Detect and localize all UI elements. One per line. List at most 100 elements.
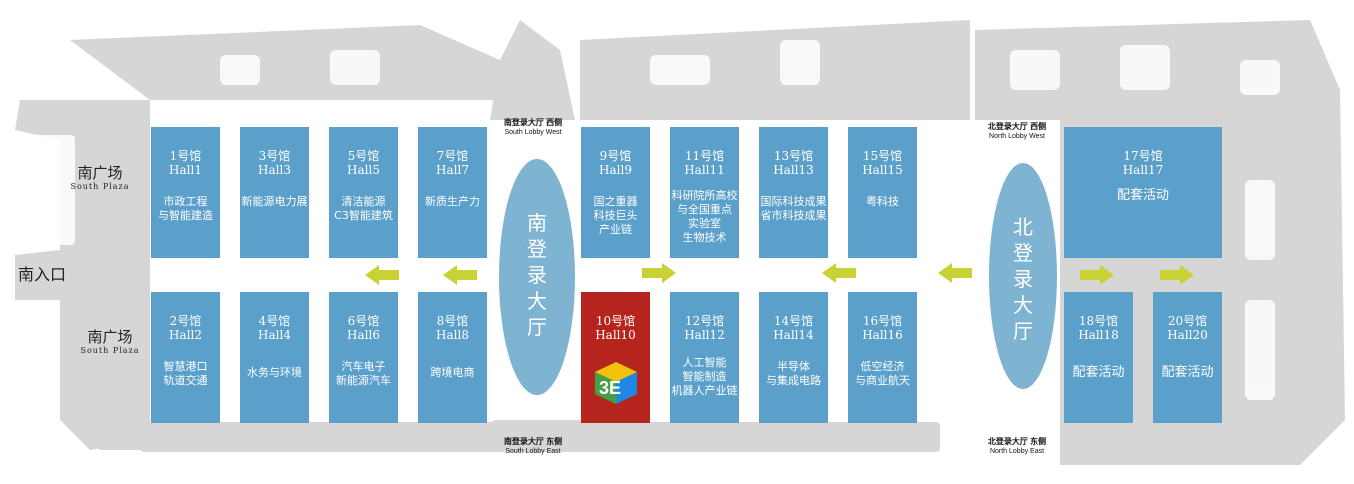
hall-name: 20号馆 bbox=[1167, 314, 1208, 328]
hall-theme: 低空经济 与商业航天 bbox=[855, 360, 910, 387]
hall-code: Hall14 bbox=[773, 328, 814, 342]
hall-name: 14号馆 bbox=[773, 314, 814, 328]
hall-theme: 汽车电子 新能源汽车 bbox=[336, 360, 391, 387]
hall-code: Hall15 bbox=[862, 163, 903, 177]
hall-code: Hall6 bbox=[347, 328, 380, 342]
arrow-right-icon bbox=[1160, 265, 1194, 285]
hall-16[interactable]: 16号馆 Hall16 低空经济 与商业航天 bbox=[848, 292, 917, 423]
hall-theme: 配套活动 bbox=[1116, 188, 1169, 203]
hall-18[interactable]: 18号馆 Hall18 配套活动 bbox=[1064, 292, 1133, 423]
hall-code: Hall7 bbox=[436, 163, 469, 177]
hall-theme: 跨境电商 bbox=[430, 366, 475, 379]
north-lobby-title: 北登录大厅 bbox=[1013, 215, 1033, 343]
south-lobby-west-label: 南登录大厅 西侧 South Lobby West bbox=[473, 118, 593, 138]
hall-code: Hall1 bbox=[169, 163, 202, 177]
hall-10[interactable]: 10号馆 Hall10 3E bbox=[581, 292, 650, 423]
label-en: North Lobby East bbox=[989, 448, 1045, 455]
hall-theme: 清洁能源 C3智能建筑 bbox=[334, 195, 393, 222]
hall-code: Hall8 bbox=[436, 328, 469, 342]
3e-logo-icon: 3E bbox=[595, 362, 637, 404]
label-cn: 北登录大厅 东侧 bbox=[987, 437, 1047, 446]
south-plaza-upper: 南广场 South Plaza bbox=[60, 164, 140, 192]
hall-theme: 新质生产力 bbox=[425, 195, 480, 208]
hall-code: Hall2 bbox=[169, 328, 202, 342]
hall-code: Hall11 bbox=[684, 163, 725, 177]
hall-name: 18号馆 bbox=[1078, 314, 1119, 328]
hall-11[interactable]: 11号馆 Hall11 科研院所高校 与全国重点 实验室 生物技术 bbox=[670, 127, 739, 258]
south-plaza-lower: 南广场 South Plaza bbox=[70, 328, 150, 356]
hall-code: Hall12 bbox=[684, 328, 725, 342]
logo-3e-text: 3E bbox=[599, 378, 621, 398]
hall-7[interactable]: 7号馆 Hall7 新质生产力 bbox=[418, 127, 487, 258]
hall-name: 7号馆 bbox=[436, 149, 469, 163]
hall-code: Hall5 bbox=[347, 163, 380, 177]
hall-9[interactable]: 9号馆 Hall9 国之重器 科技巨头 产业链 bbox=[581, 127, 650, 258]
hall-3[interactable]: 3号馆 Hall3 新能源电力展 bbox=[240, 127, 309, 258]
hall-theme: 半导体 与集成电路 bbox=[766, 360, 821, 387]
label-en: North Lobby West bbox=[989, 133, 1045, 140]
hall-theme: 国际科技成果 省市科技成果 bbox=[760, 195, 827, 222]
plaza-label-cn: 南广场 bbox=[77, 164, 123, 182]
plaza-label-en: South Plaza bbox=[70, 182, 130, 191]
plaza-label-en: South Plaza bbox=[80, 346, 140, 355]
hall-theme: 水务与环境 bbox=[247, 366, 302, 379]
north-lobby-shape[interactable] bbox=[988, 161, 1058, 391]
hall-name: 16号馆 bbox=[862, 314, 903, 328]
hall-14[interactable]: 14号馆 Hall14 半导体 与集成电路 bbox=[759, 292, 828, 423]
label-cn: 南登录大厅 东侧 bbox=[503, 437, 563, 446]
hall-15[interactable]: 15号馆 Hall15 粤科技 bbox=[848, 127, 917, 258]
hall-name: 15号馆 bbox=[862, 149, 903, 163]
hall-theme: 粤科技 bbox=[866, 195, 899, 208]
arrow-right-icon bbox=[1080, 265, 1114, 285]
hall-5[interactable]: 5号馆 Hall5 清洁能源 C3智能建筑 bbox=[329, 127, 398, 258]
hall-code: Hall13 bbox=[773, 163, 814, 177]
hall-name: 8号馆 bbox=[436, 314, 469, 328]
hall-12[interactable]: 12号馆 Hall12 人工智能 智能制造 机器人产业链 bbox=[670, 292, 739, 423]
hall-13[interactable]: 13号馆 Hall13 国际科技成果 省市科技成果 bbox=[759, 127, 828, 258]
north-lobby-west-label: 北登录大厅 西侧 North Lobby West bbox=[957, 122, 1077, 142]
hall-code: Hall17 bbox=[1122, 163, 1164, 177]
hall-code: Hall20 bbox=[1167, 328, 1208, 342]
hall-name: 1号馆 bbox=[169, 149, 202, 163]
hall-4[interactable]: 4号馆 Hall4 水务与环境 bbox=[240, 292, 309, 423]
hall-code: Hall10 bbox=[595, 328, 636, 342]
arrow-left-icon bbox=[822, 263, 856, 283]
hall-theme: 配套活动 bbox=[1161, 365, 1214, 380]
arrow-left-icon bbox=[938, 263, 972, 283]
hall-code: Hall3 bbox=[258, 163, 291, 177]
arrow-right-icon bbox=[642, 263, 676, 283]
hall-17[interactable]: 17号馆 Hall17 配套活动 bbox=[1064, 127, 1222, 258]
hall-1[interactable]: 1号馆 Hall1 市政工程 与智能建造 bbox=[151, 127, 220, 258]
hall-theme: 国之重器 科技巨头 产业链 bbox=[593, 195, 638, 236]
hall-name: 5号馆 bbox=[347, 149, 380, 163]
hall-name: 6号馆 bbox=[347, 314, 380, 328]
plaza-label-cn: 南广场 bbox=[87, 328, 133, 346]
hall-theme: 配套活动 bbox=[1072, 365, 1125, 380]
hall-name: 17号馆 bbox=[1123, 149, 1163, 163]
south-lobby-shape[interactable] bbox=[497, 157, 577, 397]
hall-6[interactable]: 6号馆 Hall6 汽车电子 新能源汽车 bbox=[329, 292, 398, 423]
hall-theme: 科研院所高校 与全国重点 实验室 生物技术 bbox=[671, 189, 738, 244]
label-cn: 北登录大厅 西侧 bbox=[987, 122, 1047, 131]
hall-name: 10号馆 bbox=[595, 314, 636, 328]
hall-20[interactable]: 20号馆 Hall20 配套活动 bbox=[1153, 292, 1222, 423]
hall-2[interactable]: 2号馆 Hall2 智慧港口 轨道交通 bbox=[151, 292, 220, 423]
south-lobby-east-label: 南登录大厅 东侧 South Lobby East bbox=[473, 437, 593, 457]
hall-theme: 人工智能 智能制造 机器人产业链 bbox=[671, 356, 738, 397]
hall-code: Hall9 bbox=[599, 163, 632, 177]
arrow-left-icon bbox=[443, 265, 477, 285]
arrow-left-icon bbox=[365, 265, 399, 285]
hall-name: 2号馆 bbox=[169, 314, 202, 328]
label-en: South Lobby West bbox=[504, 129, 562, 136]
hall-8[interactable]: 8号馆 Hall8 跨境电商 bbox=[418, 292, 487, 423]
hall-theme: 市政工程 与智能建造 bbox=[158, 195, 213, 222]
label-en: South Lobby East bbox=[505, 448, 561, 455]
hall-theme: 智慧港口 轨道交通 bbox=[163, 360, 208, 387]
hall-code: Hall18 bbox=[1078, 328, 1119, 342]
south-entrance-label: 南入口 bbox=[18, 265, 67, 284]
hall-theme: 新能源电力展 bbox=[241, 195, 308, 208]
hall-name: 13号馆 bbox=[773, 149, 814, 163]
hall-code: Hall4 bbox=[258, 328, 291, 342]
hall-code: Hall16 bbox=[862, 328, 903, 342]
